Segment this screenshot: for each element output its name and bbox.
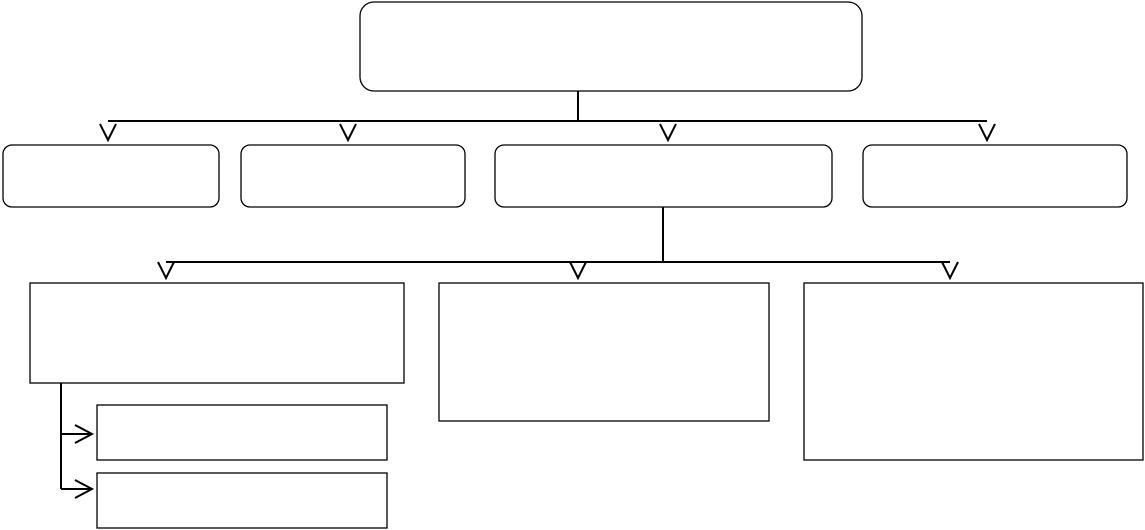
arrowhead-to-level3-b xyxy=(74,479,95,499)
node-level2-a-box xyxy=(29,282,405,384)
node-level1-a xyxy=(2,144,220,208)
node-level1-b xyxy=(240,144,466,208)
node-level1-a-box xyxy=(2,144,220,208)
node-level3-a xyxy=(96,404,388,461)
node-level1-d-box xyxy=(862,144,1128,208)
arrowhead-to-level2-c xyxy=(941,261,959,281)
arrowhead-to-level2-b xyxy=(569,261,587,281)
node-root xyxy=(359,1,863,92)
node-level3-b xyxy=(96,472,388,529)
node-root-box xyxy=(359,1,863,92)
arrowhead-to-level1-a xyxy=(99,123,117,143)
edge-group-level1-c xyxy=(157,207,959,281)
node-level3-a-box xyxy=(96,404,388,461)
edge-group-root xyxy=(99,91,996,143)
node-level2-b xyxy=(438,282,770,422)
arrowhead-to-level1-d xyxy=(978,123,996,143)
arrowhead-to-level1-c xyxy=(659,123,677,143)
node-level1-c-box xyxy=(494,144,833,208)
node-level3-b-box xyxy=(96,472,388,529)
node-level1-d xyxy=(862,144,1128,208)
edge-group-level2-a xyxy=(60,383,95,499)
node-level2-a xyxy=(29,282,405,384)
node-level1-c xyxy=(494,144,833,208)
node-level2-b-box xyxy=(438,282,770,422)
arrowhead-to-level2-a xyxy=(157,261,175,281)
arrowhead-to-level1-b xyxy=(339,123,357,143)
arrowhead-to-level3-a xyxy=(74,424,95,444)
node-level2-c xyxy=(803,282,1144,461)
node-level1-b-box xyxy=(240,144,466,208)
node-level2-c-box xyxy=(803,282,1144,461)
